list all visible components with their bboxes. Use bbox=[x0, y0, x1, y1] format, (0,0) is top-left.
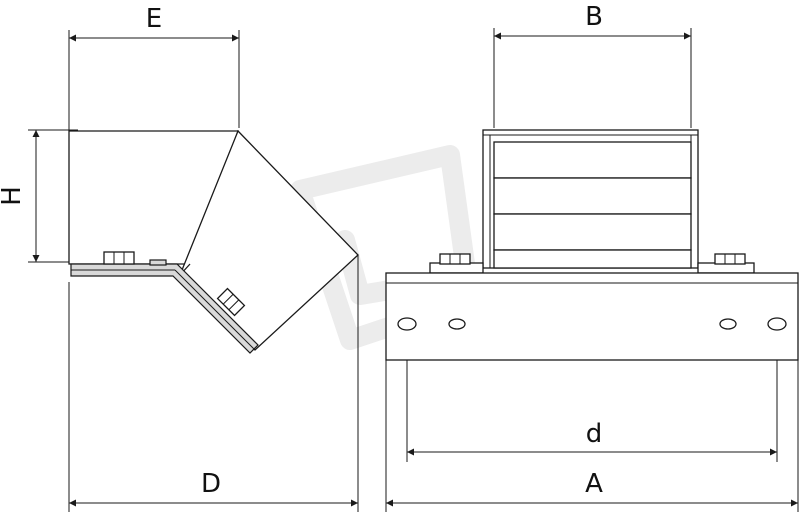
dimension-label-e: E bbox=[146, 4, 162, 34]
mounting-hole-icon bbox=[397, 317, 417, 331]
side-view: E H D bbox=[0, 4, 359, 512]
front-view: B d A bbox=[385, 2, 799, 512]
dimension-label-d: D bbox=[201, 469, 221, 499]
dimension-label-h: H bbox=[0, 186, 27, 206]
nut-icon bbox=[216, 287, 246, 317]
mounting-hole-icon bbox=[719, 318, 737, 330]
nut-icon bbox=[714, 253, 746, 265]
mounting-hole-icon bbox=[767, 317, 787, 331]
dimension-label-b: B bbox=[585, 2, 603, 32]
dimension-label-d-small: d bbox=[586, 419, 603, 449]
mounting-hole-icon bbox=[448, 318, 466, 330]
dimension-label-a: A bbox=[585, 469, 603, 499]
nut-icon bbox=[103, 251, 167, 266]
nut-icon bbox=[439, 253, 471, 265]
